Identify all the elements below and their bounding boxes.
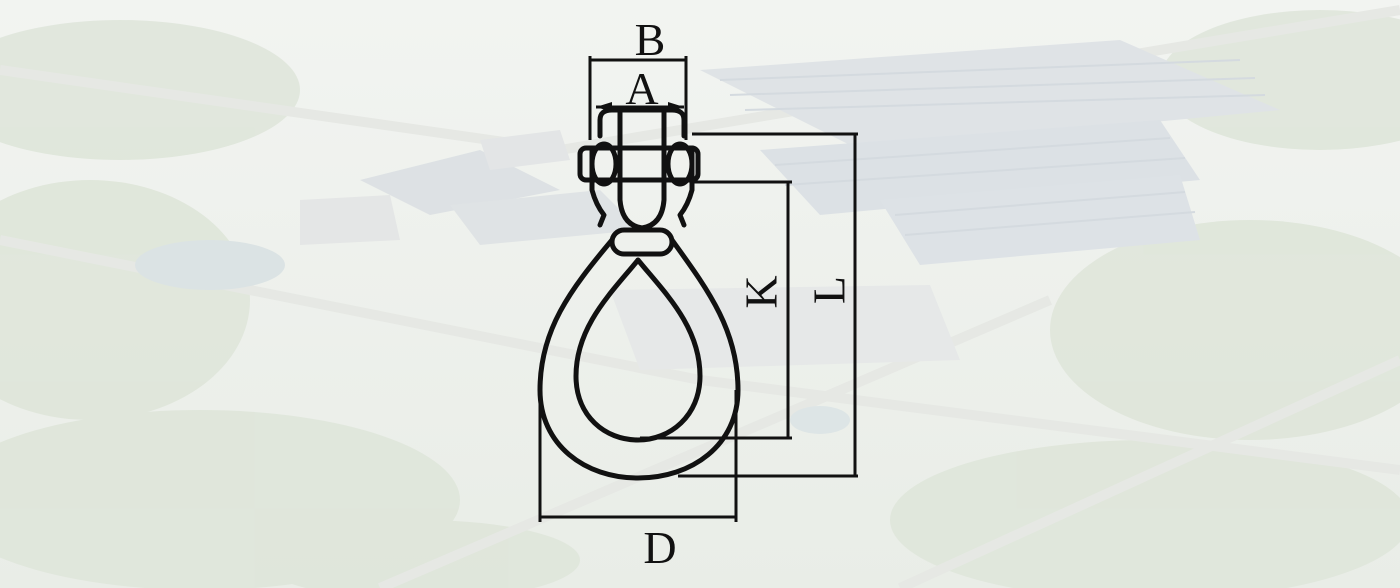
pond xyxy=(135,240,285,290)
dim-label-l: L xyxy=(804,276,855,304)
clevis-body xyxy=(589,107,695,228)
dim-label-d: D xyxy=(643,522,676,573)
arrow-a-left xyxy=(596,102,612,112)
dim-label-b: B xyxy=(635,14,666,65)
dimension-arrows xyxy=(596,102,684,112)
factory-buildings xyxy=(300,40,1280,370)
inner-link xyxy=(617,107,667,231)
small-pond xyxy=(790,406,850,434)
dimension-lines xyxy=(538,56,858,522)
outer-teardrop xyxy=(537,237,741,481)
pin-head-left xyxy=(589,141,619,187)
roof-stripes xyxy=(719,59,1266,236)
dim-label-a: A xyxy=(625,63,658,114)
collar xyxy=(609,227,675,257)
pin-head-right xyxy=(665,141,695,187)
dim-label-k: K xyxy=(736,275,787,308)
clevis-pin xyxy=(577,145,701,183)
arrow-a-right xyxy=(668,102,684,112)
inner-teardrop xyxy=(573,257,703,443)
hook-outline xyxy=(537,107,741,481)
